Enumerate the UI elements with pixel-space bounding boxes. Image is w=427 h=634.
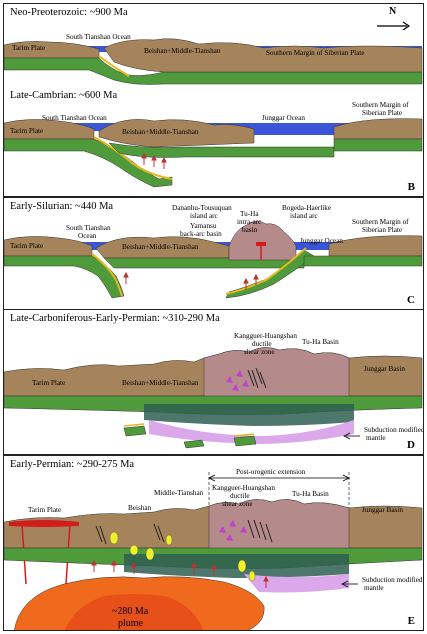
label-siberian-margin-1: Southern Margin of (352, 101, 409, 109)
label-tarim-plate: Tarim Plate (12, 44, 46, 52)
label-south-tianshan-ocean-2: Ocean (78, 232, 97, 240)
label-junggar-ocean: Junggar Ocean (262, 114, 305, 122)
label-post-orogenic-extension: Post-orogenic extension (236, 468, 306, 476)
panel-e-cross-section (4, 472, 423, 630)
label-south-tianshan-ocean: South Tianshan Ocean (42, 114, 107, 122)
label-south-tianshan-ocean-1: South Tianshan (66, 224, 111, 232)
panel-c: Early-Silurian: ~440 Ma Tarim Plate Sout… (3, 197, 424, 310)
label-beishan-middle-tianshan: Beishan+Middle-Tianshan (122, 128, 199, 136)
label-subduction-mantle-2: mantle (366, 434, 386, 442)
panel-c-label: C (407, 294, 415, 306)
label-subduction-mantle-1: Subduction modified (362, 576, 423, 584)
label-tuha-3: basin (242, 226, 258, 234)
panel-b-label: B (407, 181, 415, 193)
panel-e: Early-Permian: ~290-275 Ma Post-orogenic… (3, 455, 424, 631)
label-tuha-basin: Tu-Ha Basin (302, 338, 339, 346)
label-siberian-margin-2: Siberian Plate (362, 226, 403, 234)
label-tarim-plate: Tarim Plate (32, 379, 66, 387)
label-beishan-middle-tianshan: Beishan+Middle-Tianshan (144, 47, 221, 55)
label-siberian-margin-2: Siberian Plate (362, 109, 403, 117)
label-bogeda-2: island arc (290, 212, 318, 220)
label-kangguer-3: shear zone (222, 500, 253, 508)
label-kangguer-1: Kangguer-Huangshan (212, 484, 275, 492)
label-kangguer-1: Kangguer-Huangshan (234, 332, 297, 340)
label-siberian-margin: Southern Margin of Siberian Plate (266, 49, 365, 57)
panel-e-title: Early-Permian: ~290-275 Ma (10, 459, 135, 470)
label-kangguer-3: shear zone (244, 348, 275, 356)
panel-a-cross-section (4, 38, 423, 85)
label-south-tianshan-ocean: South Tianshan Ocean (66, 33, 131, 41)
label-beishan: Beishan (128, 504, 152, 512)
label-kangguer-2: ductile (230, 492, 250, 500)
label-beishan-middle-tianshan: Beishan+Middle-Tianshan (122, 243, 199, 251)
panel-c-title: Early-Silurian: ~440 Ma (10, 201, 114, 212)
panel-b-title: Late-Cambrian: ~600 Ma (10, 90, 118, 101)
label-plume-age: ~280 Ma (112, 606, 149, 617)
label-beishan-middle-tianshan: Beishan+Middle-Tianshan (122, 379, 199, 387)
label-dananhu-1: Dananhu-Tousuquan (172, 204, 232, 212)
label-junggar-ocean: Junggar Ocean (300, 237, 343, 245)
panel-d-cross-section (4, 347, 423, 449)
label-tuha-1: Tu-Ha (240, 210, 259, 218)
panel-d-title: Late-Carboniferous-Early-Permian: ~310-2… (10, 313, 220, 324)
north-label: N (389, 6, 397, 17)
panel-b: Late-Cambrian: ~600 Ma Tarim Plate South… (3, 87, 424, 197)
label-tarim-plate: Tarim Plate (10, 242, 44, 250)
panel-b-cross-section (4, 118, 423, 188)
panel-d: Late-Carboniferous-Early-Permian: ~310-2… (3, 310, 424, 455)
north-arrow: N (375, 6, 411, 31)
label-kangguer-2: ductile (252, 340, 272, 348)
label-tuha-basin: Tu-Ha Basin (292, 490, 329, 498)
label-yamansu-2: back-arc basin (180, 230, 222, 238)
label-siberian-margin-1: Southern Margin of (352, 218, 409, 226)
north-arrow-icon (377, 21, 411, 31)
panel-a-title: Neo-Preoterozoic: ~900 Ma (10, 7, 128, 18)
label-subduction-mantle-1: Subduction modified (364, 426, 424, 434)
panel-d-label: D (407, 439, 415, 451)
label-tarim-plate: Tarim Plate (28, 506, 62, 514)
panel-e-label: E (407, 615, 415, 627)
label-tuha-2: intra-arc (237, 218, 262, 226)
panel-c-cross-section (4, 220, 423, 299)
label-plume: plume (118, 618, 143, 629)
label-junggar-basin: Junggar Basin (362, 506, 403, 514)
label-middle-tianshan: Middle-Tianshan (154, 489, 204, 497)
label-junggar-basin: Junggar Basin (364, 365, 405, 373)
label-yamansu-1: Yamansu (190, 222, 217, 230)
label-dananhu-2: island arc (190, 212, 218, 220)
label-subduction-mantle-2: mantle (364, 584, 384, 592)
label-tarim-plate: Tarim Plate (10, 127, 44, 135)
label-bogeda-1: Bogeda-Haerlike (282, 204, 332, 212)
